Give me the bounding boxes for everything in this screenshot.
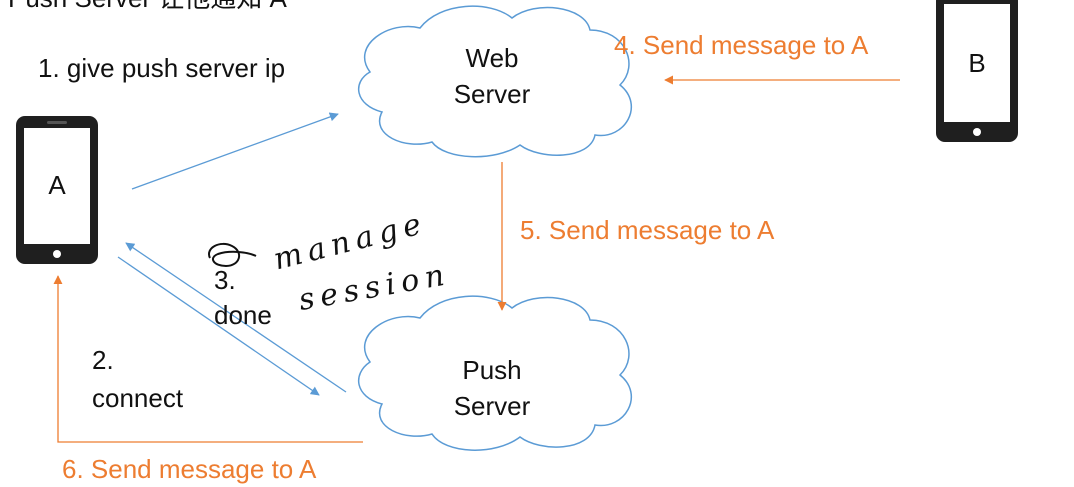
phone-b: [936, 0, 1018, 142]
push-server-line1: Push: [462, 355, 522, 385]
push-server-label: Push Server: [432, 352, 552, 424]
step6-label: 6. Send message to A: [62, 454, 317, 484]
push-server-line2: Server: [453, 391, 531, 421]
handwritten-circle: [208, 242, 257, 268]
arrow-step1: [131, 112, 339, 190]
step2-label: connect: [92, 383, 184, 413]
step3-number: 3.: [214, 265, 236, 295]
web-server-line2: Server: [453, 79, 531, 109]
step3-label: done: [214, 300, 272, 330]
header-text: Push Server 让他通知 A: [8, 0, 287, 15]
arrow-step3: [125, 242, 347, 393]
arrow-step6: [53, 275, 363, 443]
web-server-cloud: [357, 5, 632, 158]
step1-label: 1. give push server ip: [38, 53, 286, 83]
push-server-cloud: [357, 295, 632, 451]
arrow-step2: [117, 256, 320, 396]
step2-number: 2.: [92, 345, 114, 375]
step5-label: 5. Send message to A: [520, 215, 775, 245]
phone-a: [16, 116, 98, 264]
step4-label: 4. Send message to A: [614, 30, 869, 60]
phone-a-label: A: [48, 170, 66, 200]
web-server-label: Web Server: [432, 40, 552, 112]
phone-b-label: B: [968, 48, 986, 78]
web-server-line1: Web: [465, 43, 519, 73]
